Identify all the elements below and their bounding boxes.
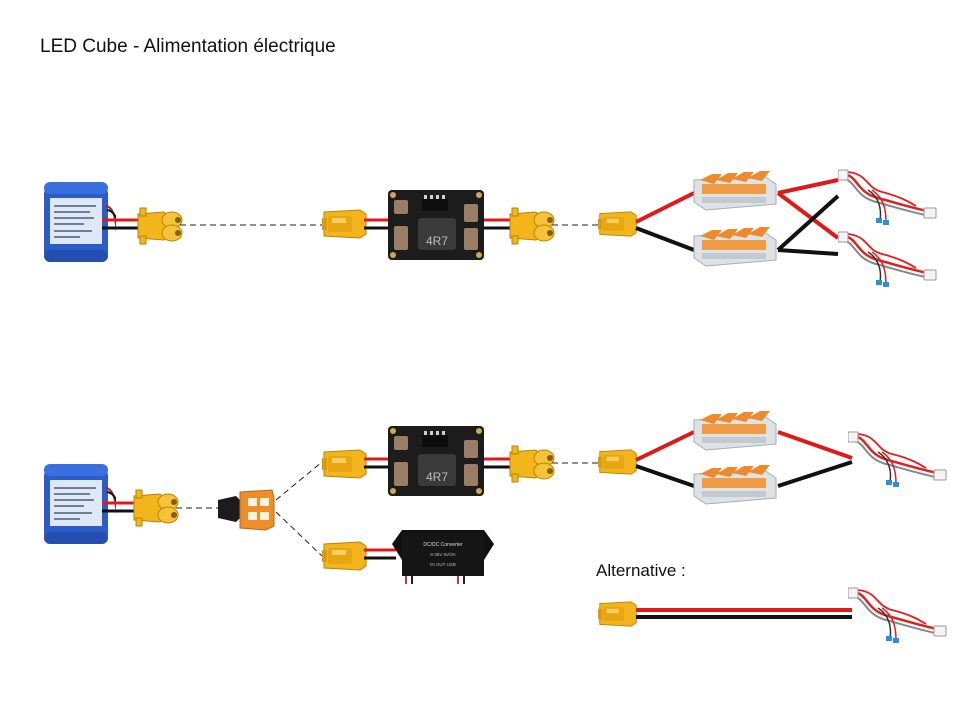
wago-lever-connector-icon xyxy=(693,410,777,451)
splitter-adapter-icon xyxy=(217,489,275,531)
xt60-male-connector-icon xyxy=(322,449,367,479)
buck-board-marking: 4R7 xyxy=(426,234,448,248)
alternative-label: Alternative : xyxy=(596,561,686,580)
negative-wire xyxy=(777,248,839,256)
page-title: LED Cube - Alimentation électrique xyxy=(40,36,336,57)
xt60-female-connector-icon xyxy=(133,489,179,527)
positive-wire xyxy=(635,430,695,462)
dcdc-module-specs: 9-35V 5V/3A xyxy=(430,552,456,557)
negative-wire xyxy=(777,460,853,488)
positive-wire xyxy=(777,178,839,195)
dcdc-converter-module-icon: DC/DC Converter 9-35V 5V/3A IN OUT USB xyxy=(392,530,494,584)
jst-cable-harness-icon xyxy=(838,168,938,227)
buck-converter-board-icon xyxy=(388,190,484,260)
buck-board-marking: 4R7 xyxy=(426,470,448,484)
wago-lever-connector-icon xyxy=(693,170,777,211)
buck-converter-board-icon xyxy=(388,426,484,496)
dashed-link xyxy=(275,461,323,501)
xt60-female-connector-icon xyxy=(509,445,555,483)
alternative-wiring xyxy=(598,586,948,645)
positive-wire xyxy=(635,191,695,224)
xt60-male-connector-icon xyxy=(598,211,637,237)
jst-cable-harness-icon xyxy=(848,430,948,489)
negative-wire xyxy=(635,464,695,488)
jst-cable-harness-icon xyxy=(838,230,938,289)
battery-pack-icon xyxy=(43,181,116,263)
wago-lever-connector-icon xyxy=(693,464,777,505)
xt60-male-connector-icon xyxy=(322,209,367,239)
xt60-male-connector-icon xyxy=(598,449,637,475)
row-1-wiring: 4R7 xyxy=(43,168,938,289)
dashed-link xyxy=(275,511,323,557)
row-2-wiring: 4R7 DC/DC Converter 9-35V 5V/3A IN OUT U… xyxy=(43,410,948,584)
dcdc-module-ports: IN OUT USB xyxy=(430,562,456,567)
xt60-female-connector-icon xyxy=(509,207,555,245)
xt60-female-connector-icon xyxy=(137,207,183,245)
negative-wire xyxy=(776,194,840,252)
dcdc-module-heading: DC/DC Converter xyxy=(423,542,463,548)
negative-wire xyxy=(635,226,695,252)
positive-wire xyxy=(776,191,840,240)
xt60-male-connector-icon xyxy=(598,601,637,627)
wago-lever-connector-icon xyxy=(693,226,777,267)
xt60-male-connector-icon xyxy=(322,541,367,571)
positive-wire xyxy=(777,430,853,460)
jst-cable-harness-icon xyxy=(848,586,948,645)
